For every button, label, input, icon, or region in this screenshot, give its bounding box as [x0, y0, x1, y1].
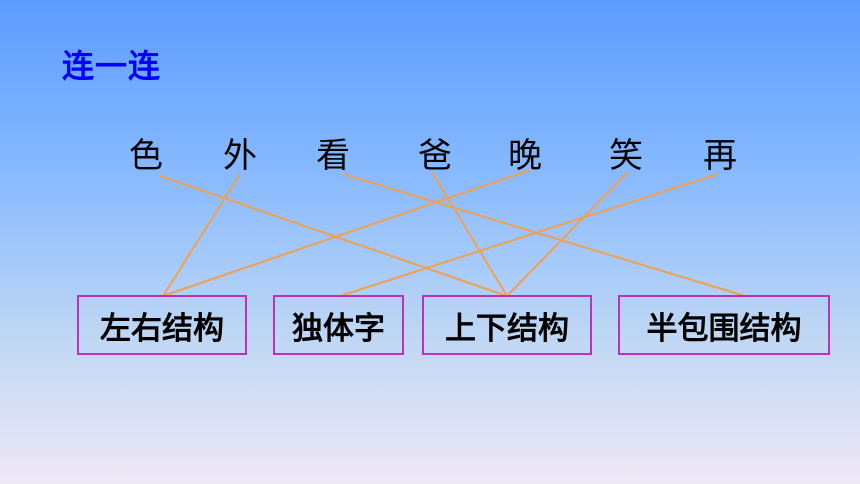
category-box-single[interactable]: 独体字 — [273, 295, 404, 355]
character-item-5[interactable]: 晚 — [508, 136, 542, 176]
category-box-top-bottom[interactable]: 上下结构 — [422, 295, 592, 355]
character-item-7[interactable]: 再 — [703, 136, 737, 176]
character-item-4[interactable]: 爸 — [418, 136, 452, 176]
category-box-half-enclosed[interactable]: 半包围结构 — [618, 295, 830, 355]
connection-line — [162, 173, 241, 297]
page-title: 连一连 — [62, 47, 162, 85]
connection-line — [159, 175, 508, 297]
connection-line — [162, 169, 531, 297]
category-box-left-right[interactable]: 左右结构 — [77, 295, 247, 355]
connection-line — [431, 171, 508, 297]
connection-line — [339, 173, 719, 297]
connection-line — [342, 173, 746, 297]
character-item-1[interactable]: 色 — [129, 136, 163, 176]
character-item-3[interactable]: 看 — [316, 136, 350, 176]
connection-line — [506, 171, 629, 297]
character-item-6[interactable]: 笑 — [609, 136, 643, 176]
character-item-2[interactable]: 外 — [223, 136, 257, 176]
